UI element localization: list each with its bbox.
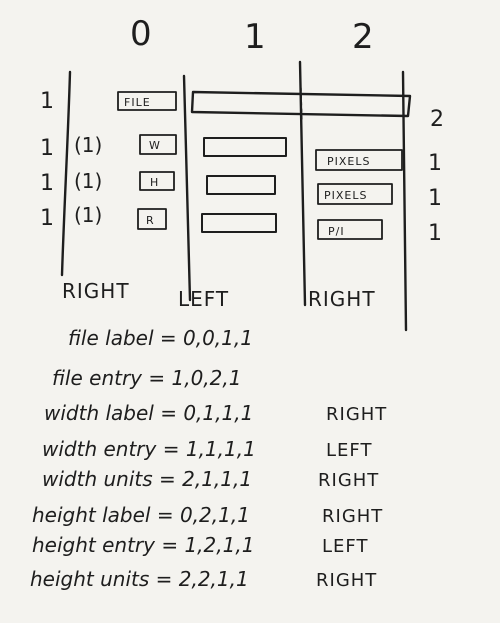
column-header-1: 1 bbox=[244, 17, 266, 57]
row-paren-3: (1) bbox=[74, 203, 102, 227]
label-box-width bbox=[139, 134, 177, 155]
grid-line-col1-start bbox=[182, 74, 192, 302]
note-height-entry: height entry = 1,2,1,1 bbox=[32, 533, 254, 557]
entry-box-width bbox=[203, 137, 287, 157]
grid-line-right bbox=[401, 70, 408, 332]
units-box-width bbox=[315, 149, 403, 171]
row-weight-3: 1 bbox=[40, 206, 54, 231]
units-box-resolution bbox=[317, 219, 383, 240]
grid-line-left bbox=[60, 70, 72, 277]
entry-box-resolution bbox=[201, 213, 277, 233]
note-height-units-just: RIGHT bbox=[316, 570, 377, 591]
label-box-resolution bbox=[137, 208, 167, 230]
span-mark: 2 bbox=[430, 107, 444, 132]
span-guide-line bbox=[300, 87, 303, 123]
note-height-label: height label = 0,2,1,1 bbox=[32, 503, 250, 527]
column-header-0: 0 bbox=[130, 14, 152, 54]
units-weight-0: 1 bbox=[428, 151, 442, 176]
note-width-units-just: RIGHT bbox=[318, 470, 379, 491]
note-file-label: file label = 0,0,1,1 bbox=[68, 326, 253, 350]
label-box-resolution-text: R bbox=[146, 214, 155, 227]
entry-box-height bbox=[206, 175, 276, 195]
units-box-resolution-text: P/I bbox=[328, 225, 345, 238]
note-width-label-just: RIGHT bbox=[326, 404, 387, 425]
label-box-file bbox=[117, 91, 177, 111]
units-box-height bbox=[317, 183, 393, 205]
alignment-col2: RIGHT bbox=[308, 287, 376, 311]
note-width-units: width units = 2,1,1,1 bbox=[42, 467, 252, 491]
row-paren-2: (1) bbox=[74, 169, 102, 193]
alignment-col1: LEFT bbox=[178, 287, 229, 311]
label-box-file-text: FILE bbox=[124, 96, 151, 109]
note-width-entry: width entry = 1,1,1,1 bbox=[42, 437, 256, 461]
units-weight-2: 1 bbox=[428, 221, 442, 246]
row-weight-0: 1 bbox=[40, 89, 54, 114]
note-width-label: width label = 0,1,1,1 bbox=[44, 401, 253, 425]
grid-line-col2-start bbox=[298, 60, 307, 307]
note-width-entry-just: LEFT bbox=[326, 440, 372, 461]
note-height-label-just: RIGHT bbox=[322, 506, 383, 527]
row-weight-2: 1 bbox=[40, 171, 54, 196]
label-box-height bbox=[139, 171, 175, 191]
note-height-units: height units = 2,2,1,1 bbox=[30, 567, 249, 591]
units-box-height-text: PIXELS bbox=[324, 189, 367, 202]
entry-box-file-spanning bbox=[190, 90, 412, 118]
alignment-col0: RIGHT bbox=[62, 279, 130, 303]
note-file-entry: file entry = 1,0,2,1 bbox=[52, 366, 241, 390]
column-header-2: 2 bbox=[352, 17, 374, 57]
label-box-width-text: W bbox=[149, 139, 161, 152]
units-weight-1: 1 bbox=[428, 186, 442, 211]
row-paren-1: (1) bbox=[74, 133, 102, 157]
row-weight-1: 1 bbox=[40, 136, 54, 161]
label-box-height-text: H bbox=[150, 176, 159, 189]
note-height-entry-just: LEFT bbox=[322, 536, 368, 557]
units-box-width-text: PIXELS bbox=[327, 155, 370, 168]
